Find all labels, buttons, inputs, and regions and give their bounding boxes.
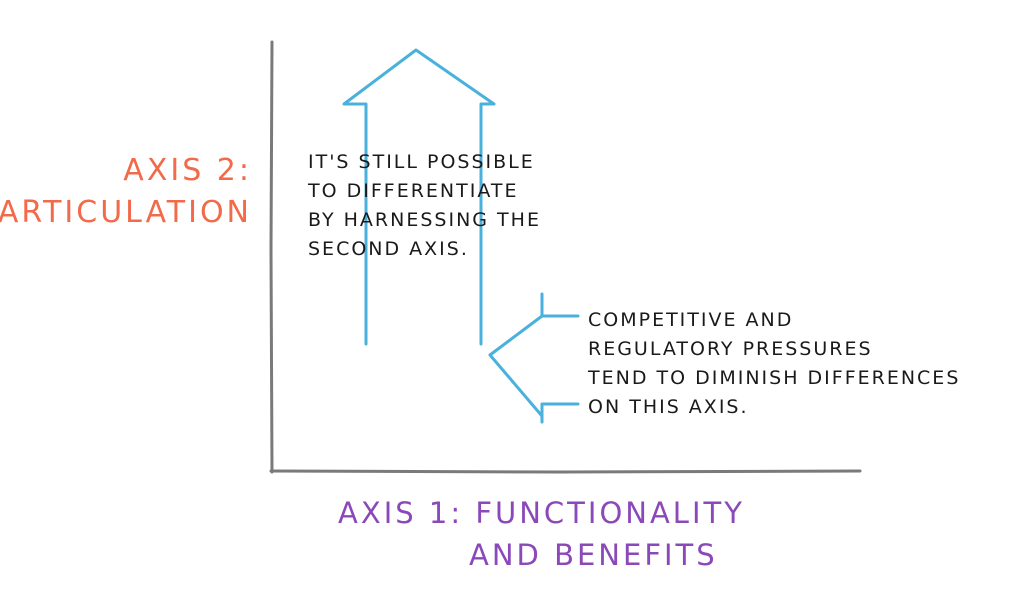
x-axis-label-line-2: AND BENEFITS — [469, 538, 718, 572]
arrow-annotation-line-4: SECOND AXIS. — [308, 238, 469, 260]
x-axis-label: AXIS 1: FUNCTIONALITY AND BENEFITS — [338, 492, 745, 576]
y-axis-label-line-2: ARTICULATION — [0, 195, 252, 230]
arrow-annotation-line-1: IT'S STILL POSSIBLE — [308, 151, 535, 173]
y-axis-label: AXIS 2: ARTICULATION — [0, 150, 252, 234]
bracket-annotation-line-1: COMPETITIVE AND — [588, 309, 794, 331]
upward-arrow — [342, 48, 496, 346]
x-axis-line — [269, 469, 862, 474]
bracket-annotation: COMPETITIVE AND REGULATORY PRESSURES TEN… — [588, 306, 960, 422]
y-axis-line — [269, 40, 274, 474]
y-axis-label-line-1: AXIS 2: — [123, 153, 252, 188]
bracket-pointer — [488, 292, 580, 424]
arrow-annotation-line-2: TO DIFFERENTIATE — [308, 180, 519, 202]
bracket-annotation-line-2: REGULATORY PRESSURES — [588, 338, 873, 360]
arrow-annotation: IT'S STILL POSSIBLE TO DIFFERENTIATE BY … — [308, 148, 541, 264]
bracket-annotation-line-4: ON THIS AXIS. — [588, 396, 749, 418]
arrow-annotation-line-3: BY HARNESSING THE — [308, 209, 541, 231]
bracket-annotation-line-3: TEND TO DIMINISH DIFFERENCES — [588, 367, 961, 389]
x-axis-label-line-1: AXIS 1: FUNCTIONALITY — [338, 496, 745, 530]
